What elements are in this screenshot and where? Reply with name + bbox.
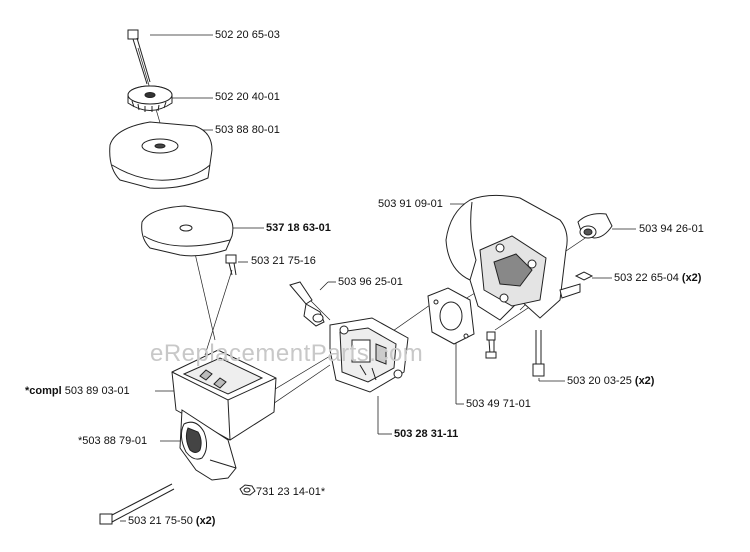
part-label-503-96-25-01: 503 96 25-01: [338, 276, 403, 288]
part-label-503-20-03-25: 503 20 03-25 (x2): [567, 375, 655, 387]
filter-element-part: [141, 205, 234, 257]
part-label-502-20-40-01: 502 20 40-01: [215, 91, 280, 103]
part-label-503-94-26-01: 503 94 26-01: [639, 223, 704, 235]
long-screw-part: [127, 29, 151, 85]
qty-badge: (x2): [634, 375, 655, 387]
rubber-cap-part: [577, 213, 613, 239]
gasket-part: [427, 287, 475, 345]
part-label-503-28-31-11: 503 28 31-11: [394, 428, 459, 440]
part-label-537-18-63-01: 537 18 63-01: [266, 222, 331, 234]
carb-housing-part: [445, 194, 581, 321]
elbow-fitting-part: [289, 281, 325, 327]
bracket-part: [179, 409, 237, 481]
part-label-503-21-75-50: 503 21 75-50 (x2): [128, 515, 216, 527]
part-label-731-23-14-01: 731 23 14-01*: [256, 486, 326, 498]
housing-bolt-part: [532, 330, 545, 377]
part-label-503-49-71-01: 503 49 71-01: [466, 398, 531, 410]
long-bolt-part: [99, 483, 175, 525]
qty-badge: (x2): [681, 272, 702, 284]
knob-part: [127, 85, 173, 112]
air-box-part: [171, 349, 277, 441]
part-label-503-21-75-16: 503 21 75-16: [251, 255, 316, 267]
part-label-503-91-09-01: 503 91 09-01: [378, 198, 443, 210]
part-label-502-20-65-03: 502 20 65-03: [215, 29, 280, 41]
compl-prefix: *compl: [25, 385, 62, 397]
carburetor-part: [329, 317, 409, 393]
part-label-503-88-79-01: *503 88 79-01: [78, 435, 148, 447]
filter-cover-part: [109, 121, 213, 189]
part-label-503-89-03-01: *compl 503 89 03-01: [25, 385, 130, 397]
small-screw-part: [225, 254, 237, 276]
part-label-503-88-80-01: 503 88 80-01: [215, 124, 280, 136]
washer-part: [574, 271, 594, 281]
nut-part: [239, 484, 256, 496]
part-label-503-22-65-04: 503 22 65-04 (x2): [614, 272, 702, 284]
watermark-text: eReplacementParts.com: [150, 340, 424, 367]
qty-badge: (x2): [195, 515, 216, 527]
gasket-screw-part: [485, 331, 497, 359]
